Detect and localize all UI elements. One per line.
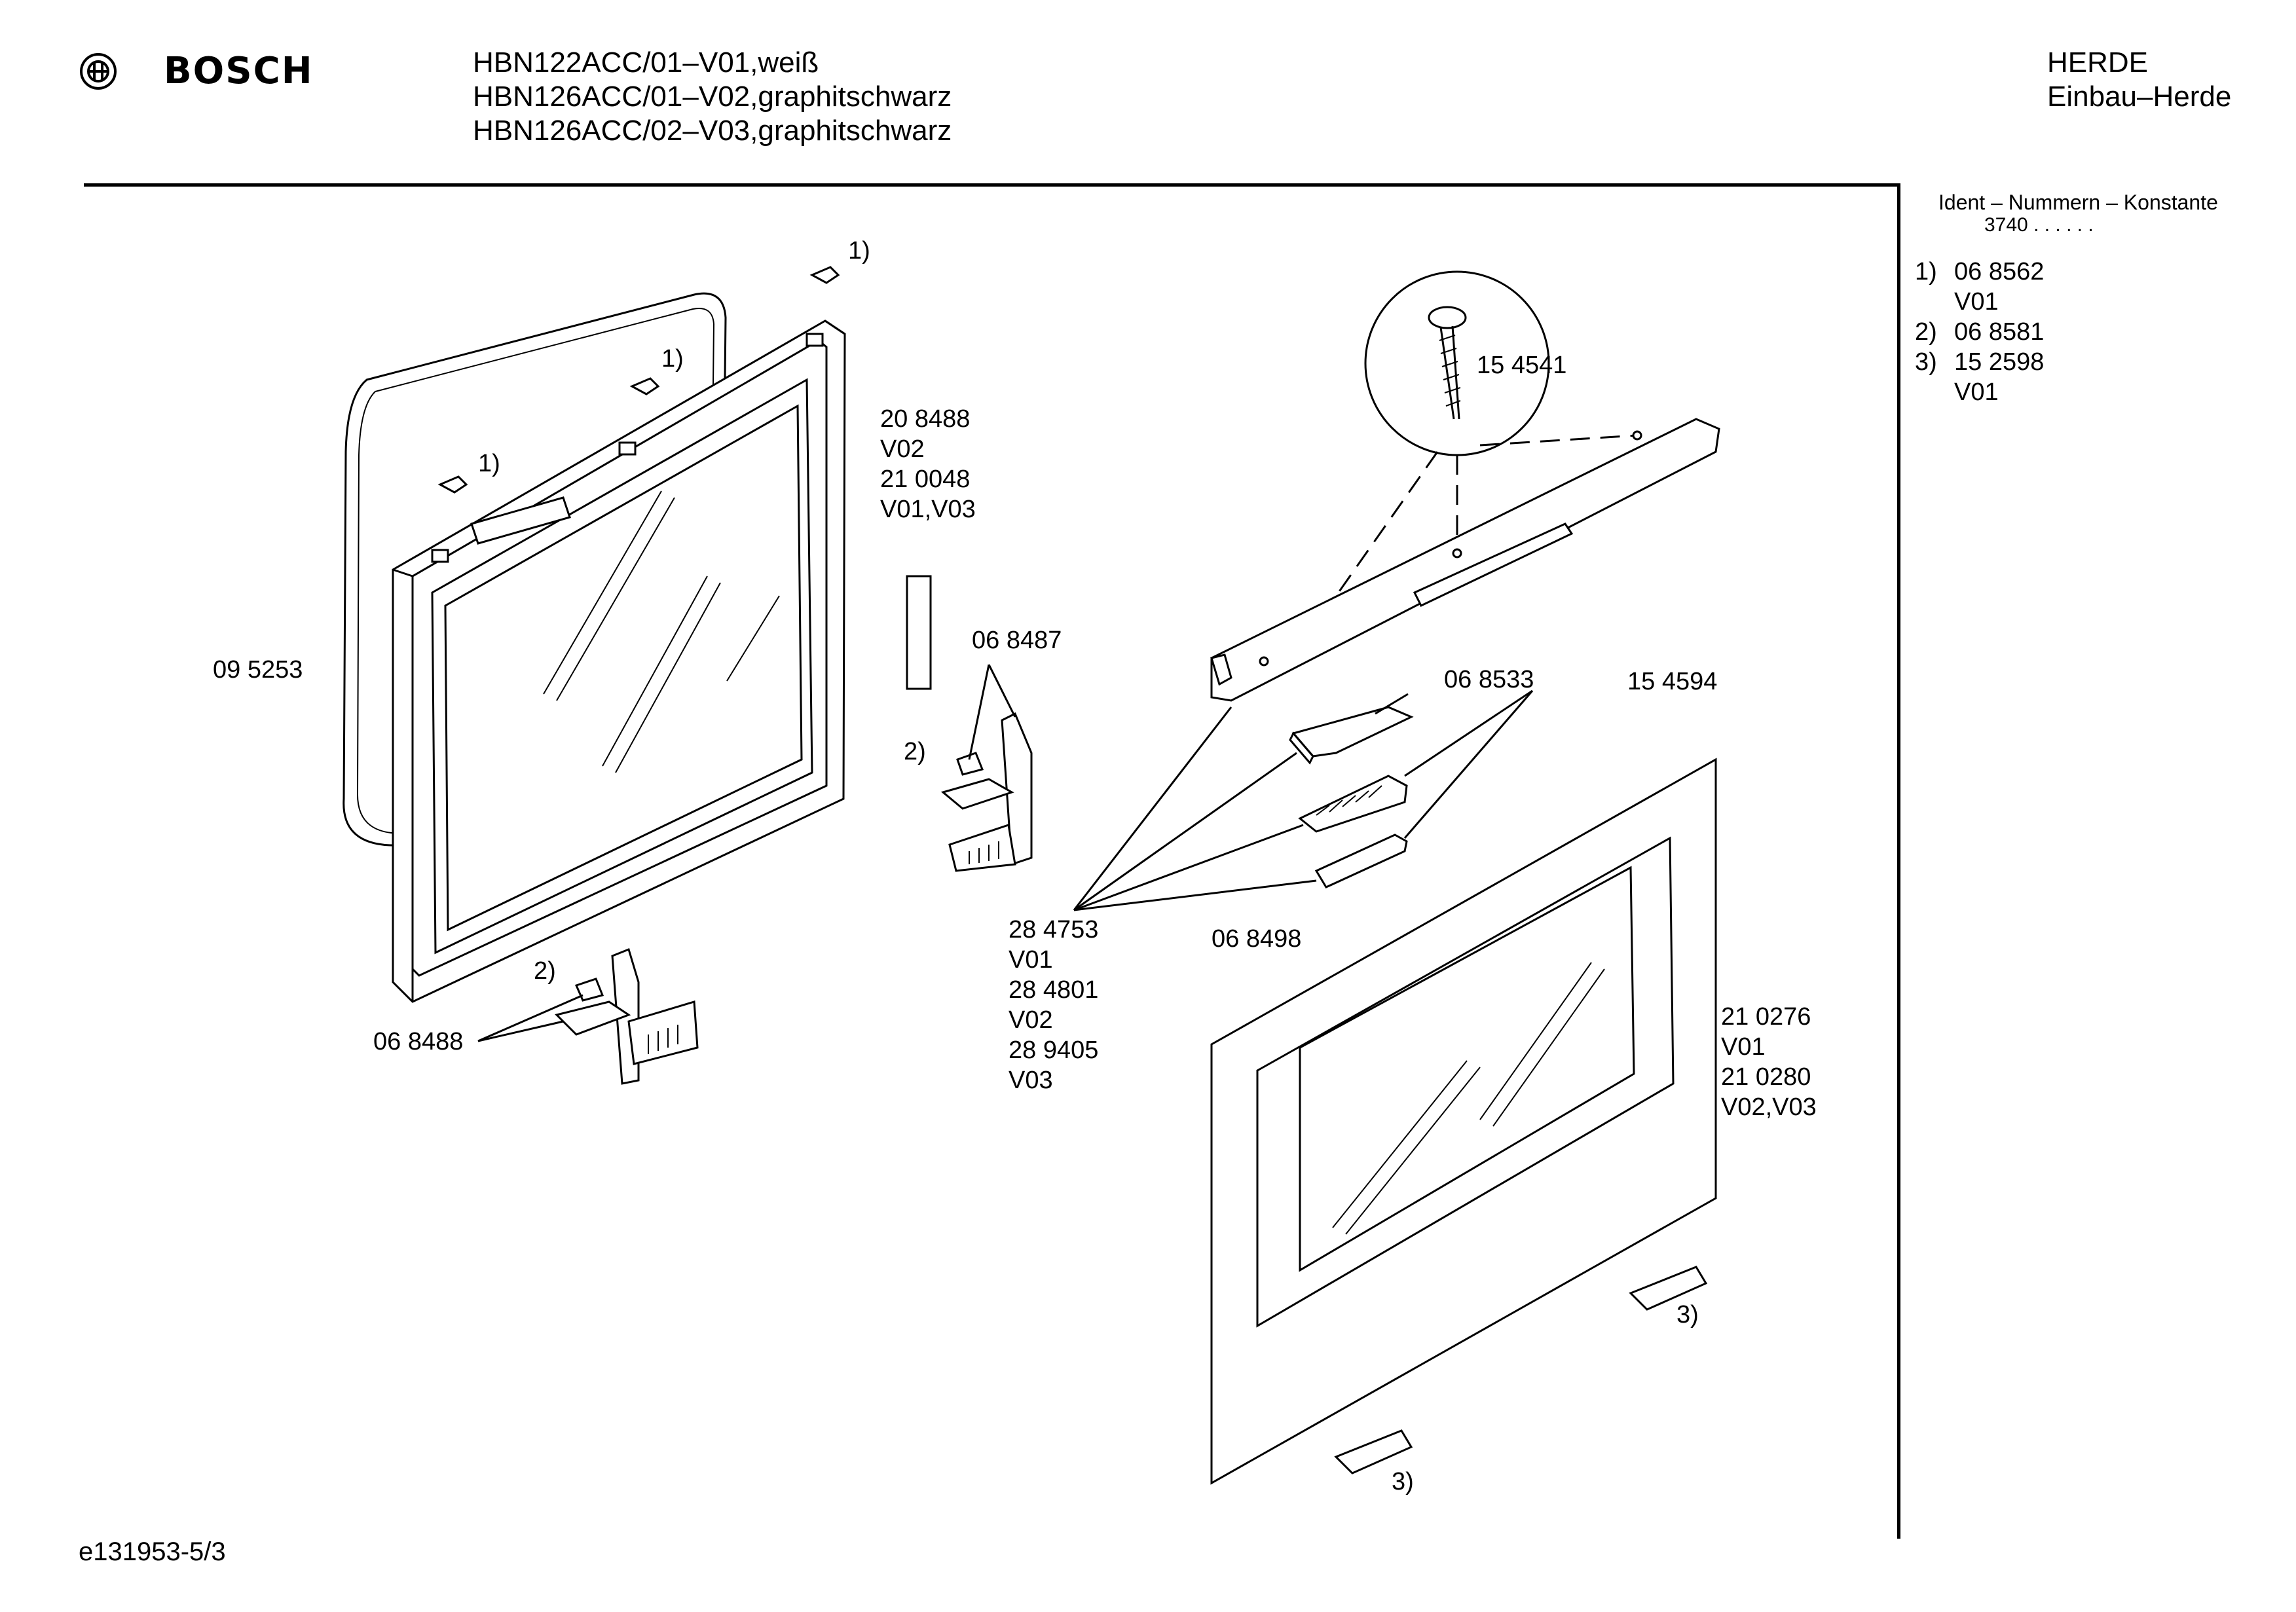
part-label-210280: 21 0280 [1721, 1063, 1811, 1091]
screw-detail [1364, 270, 1550, 456]
ident-list: 1) 06 8562 V01 2) 06 8581 3) 15 2598 V01 [1915, 257, 2044, 407]
model-list: HBN122ACC/01–V01,weiß HBN126ACC/01–V02,g… [473, 46, 952, 148]
model-line: HBN122ACC/01–V01,weiß [473, 46, 819, 79]
product-category: HERDE Einbau–Herde [2047, 46, 2231, 114]
strip-part [906, 575, 932, 690]
ident-number: 06 8581 [1954, 318, 2045, 346]
part-label-284801: 28 4801 [1009, 976, 1098, 1004]
part-label-068533: 06 8533 [1444, 666, 1534, 693]
hinge-right [940, 712, 1033, 872]
part-label-210048: 21 0048 [880, 466, 970, 493]
model-line: HBN126ACC/01–V02,graphitschwarz [473, 81, 952, 113]
ident-item: 1) 06 8562 [1915, 257, 2044, 287]
model-line: HBN126ACC/02–V03,graphitschwarz [473, 115, 952, 147]
ident-item: 2) 06 8581 [1915, 317, 2044, 347]
sidebar-divider [1897, 183, 1900, 1539]
part-label-068487: 06 8487 [972, 627, 1062, 654]
part-label-284753: 28 4753 [1009, 916, 1098, 943]
handle-part-154594 [1298, 775, 1408, 833]
ref-mark-3: 3) [1392, 1468, 1414, 1495]
bosch-armature-icon [80, 52, 117, 90]
ident-item-sub: V01 [1915, 287, 2044, 317]
part-variant-label: V03 [1009, 1067, 1053, 1094]
ident-title: Ident – Nummern – Konstante [1938, 191, 2218, 214]
hinge-left [555, 947, 699, 1085]
ident-number: 15 2598 [1954, 348, 2045, 376]
part-label-210276: 21 0276 [1721, 1003, 1811, 1031]
part-variant-label: V02 [880, 435, 925, 463]
ident-mark: 1) [1915, 258, 1937, 285]
part-label-068488: 06 8488 [373, 1028, 463, 1055]
handle-cover [1210, 418, 1720, 702]
category-line: HERDE [2047, 46, 2149, 79]
ref-mark-1: 1) [661, 345, 684, 373]
brand-logo: BOSCH [79, 50, 314, 92]
part-label-208488: 20 8488 [880, 405, 970, 433]
ident-variant: V01 [1954, 288, 1999, 316]
clip-part [437, 266, 840, 494]
ref-mark-2: 2) [534, 957, 556, 985]
handle-part-068533 [1289, 706, 1414, 765]
part-variant-label: V02 [1009, 1006, 1053, 1034]
part-label-289405: 28 9405 [1009, 1036, 1098, 1064]
part-variant-label: V01 [1009, 946, 1053, 974]
part-variant-label: V02,V03 [1721, 1093, 1817, 1121]
inner-door-frame [392, 320, 846, 1003]
ref-mark-1: 1) [478, 450, 500, 477]
door-seal [343, 292, 727, 847]
ident-code: 3740 . . . . . . [1984, 214, 2094, 236]
drawing-code: e131953-5/3 [79, 1537, 226, 1566]
exploded-view-diagram: 09 5253 20 8488 V02 21 0048 V01,V03 06 8… [213, 237, 1817, 1495]
ident-number: 06 8562 [1954, 258, 2045, 285]
part-variant-label: V01,V03 [880, 496, 976, 523]
outer-door-glass [1210, 758, 1717, 1485]
header-divider [84, 183, 1900, 187]
ref-mark-1: 1) [848, 237, 870, 265]
ref-mark-3: 3) [1676, 1301, 1699, 1328]
part-label-095253: 09 5253 [213, 656, 303, 684]
ident-mark: 2) [1915, 318, 1937, 346]
glass-clip [1334, 1266, 1708, 1475]
part-label-068498: 06 8498 [1212, 925, 1301, 953]
ident-item-sub: V01 [1915, 377, 2044, 407]
category-line: Einbau–Herde [2047, 81, 2232, 113]
handle-part-068498 [1314, 833, 1408, 888]
part-label-154594: 15 4594 [1627, 668, 1717, 695]
ident-variant: V01 [1954, 378, 1999, 406]
part-label-154541: 15 4541 [1477, 352, 1566, 379]
part-variant-label: V01 [1721, 1033, 1766, 1061]
ident-item: 3) 15 2598 [1915, 347, 2044, 377]
ref-mark-2: 2) [904, 738, 926, 765]
ident-mark: 3) [1915, 348, 1937, 376]
brand-name: BOSCH [164, 50, 314, 92]
